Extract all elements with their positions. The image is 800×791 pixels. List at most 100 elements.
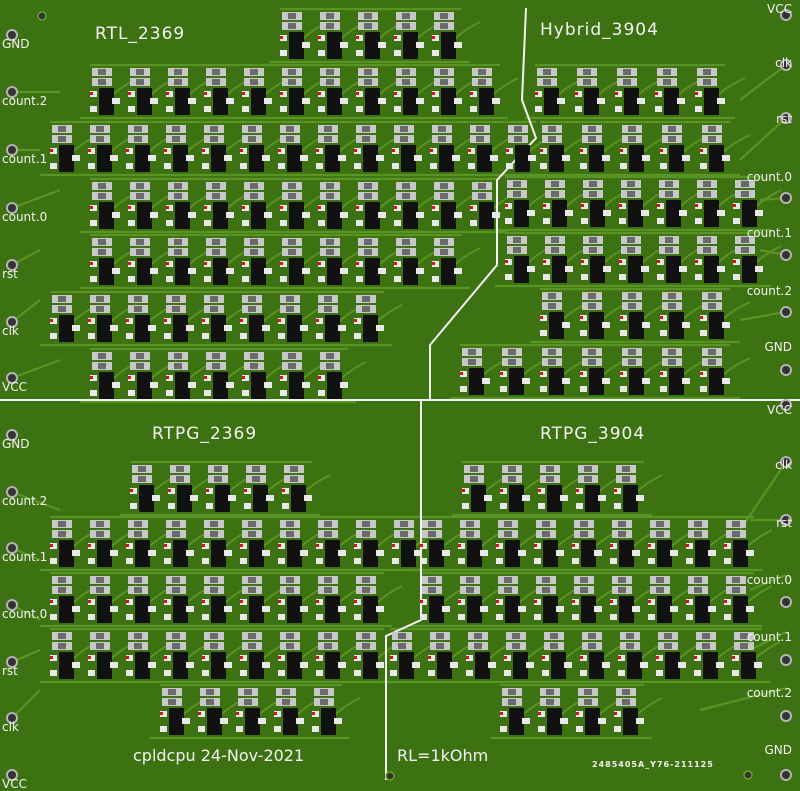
connector-hole[interactable] (6, 712, 18, 724)
transistor-footprint (540, 348, 570, 395)
transistor-footprint (164, 295, 194, 342)
transistor-footprint (657, 180, 687, 227)
pin-label-count-2: count.2 (2, 494, 48, 508)
transistor-footprint (581, 180, 611, 227)
transistor-footprint (700, 348, 730, 395)
transistor-footprint (581, 236, 611, 283)
connector-hole[interactable] (6, 259, 18, 271)
transistor-footprint (580, 632, 610, 679)
transistor-footprint (610, 520, 640, 567)
transistor-footprint (318, 352, 348, 399)
transistor-footprint (470, 68, 500, 115)
connector-hole[interactable] (6, 599, 18, 611)
transistor-footprint (88, 576, 118, 623)
transistor-footprint (540, 292, 570, 339)
pin-label-count-1: count.1 (2, 152, 48, 166)
transistor-footprint (242, 238, 272, 285)
transistor-footprint (610, 576, 640, 623)
connector-hole[interactable] (780, 456, 792, 468)
transistor-footprint (126, 632, 156, 679)
transistor-footprint (733, 236, 763, 283)
transistor-footprint (724, 520, 754, 567)
connector-hole[interactable] (780, 654, 792, 666)
connector-hole[interactable] (6, 429, 18, 441)
transistor-footprint (164, 576, 194, 623)
transistor-footprint (126, 125, 156, 172)
connector-hole[interactable] (6, 372, 18, 384)
transistor-footprint (242, 182, 272, 229)
transistor-footprint (354, 576, 384, 623)
transistor-footprint (206, 465, 236, 512)
pin-label-GND: GND (2, 437, 30, 451)
connector-hole[interactable] (780, 112, 792, 124)
connector-hole[interactable] (780, 59, 792, 71)
board-title-rtpg-2369: RTPG_2369 (152, 424, 258, 444)
transistor-footprint (428, 632, 458, 679)
connector-hole[interactable] (6, 86, 18, 98)
transistor-footprint (90, 238, 120, 285)
pin-label-rst: rst (776, 516, 792, 530)
connector-hole[interactable] (780, 364, 792, 376)
transistor-footprint (572, 520, 602, 567)
transistor-footprint (354, 520, 384, 567)
transistor-footprint (392, 520, 422, 567)
pin-label-VCC: VCC (2, 777, 27, 791)
pin-label-clk: clk (2, 324, 19, 338)
connector-hole[interactable] (6, 486, 18, 498)
transistor-footprint (580, 348, 610, 395)
connector-hole[interactable] (780, 710, 792, 722)
transistor-footprint (506, 125, 536, 172)
transistor-footprint (614, 465, 644, 512)
connector-hole[interactable] (780, 399, 792, 411)
transistor-footprint (500, 688, 530, 735)
transistor-footprint (354, 632, 384, 679)
connector-hole[interactable] (780, 769, 792, 781)
connector-hole[interactable] (6, 29, 18, 41)
transistor-footprint (505, 180, 535, 227)
connector-hole[interactable] (6, 542, 18, 554)
transistor-footprint (280, 352, 310, 399)
transistor-footprint (88, 632, 118, 679)
transistor-footprint (354, 295, 384, 342)
transistor-footprint (90, 352, 120, 399)
transistor-footprint (620, 292, 650, 339)
transistor-footprint (468, 125, 498, 172)
connector-hole[interactable] (780, 192, 792, 204)
board-title-rtl: RTL_2369 (95, 24, 186, 44)
transistor-footprint (620, 125, 650, 172)
transistor-footprint (280, 12, 310, 59)
connector-hole[interactable] (780, 9, 792, 21)
transistor-footprint (648, 576, 678, 623)
transistor-footprint (470, 182, 500, 229)
connector-hole[interactable] (780, 306, 792, 318)
transistor-footprint (128, 182, 158, 229)
transistor-footprint (686, 520, 716, 567)
transistor-footprint (126, 295, 156, 342)
transistor-footprint (318, 182, 348, 229)
connector-hole[interactable] (6, 656, 18, 668)
components (50, 12, 763, 735)
transistor-footprint (432, 68, 462, 115)
connector-hole[interactable] (780, 596, 792, 608)
transistor-footprint (88, 520, 118, 567)
transistor-footprint (432, 12, 462, 59)
connector-hole[interactable] (6, 144, 18, 156)
transistor-footprint (50, 632, 80, 679)
connector-hole[interactable] (780, 249, 792, 261)
connector-hole[interactable] (6, 316, 18, 328)
transistor-footprint (496, 520, 526, 567)
transistor-footprint (694, 632, 724, 679)
transistor-footprint (660, 125, 690, 172)
pin-label-VCC: VCC (767, 403, 792, 417)
transistor-footprint (240, 295, 270, 342)
connector-hole[interactable] (780, 514, 792, 526)
transistor-footprint (318, 12, 348, 59)
transistor-footprint (282, 465, 312, 512)
mounting-hole (37, 11, 47, 21)
transistor-footprint (655, 68, 685, 115)
transistor-footprint (394, 238, 424, 285)
connector-hole[interactable] (6, 202, 18, 214)
transistor-footprint (356, 12, 386, 59)
connector-hole[interactable] (6, 769, 18, 781)
transistor-footprint (538, 688, 568, 735)
